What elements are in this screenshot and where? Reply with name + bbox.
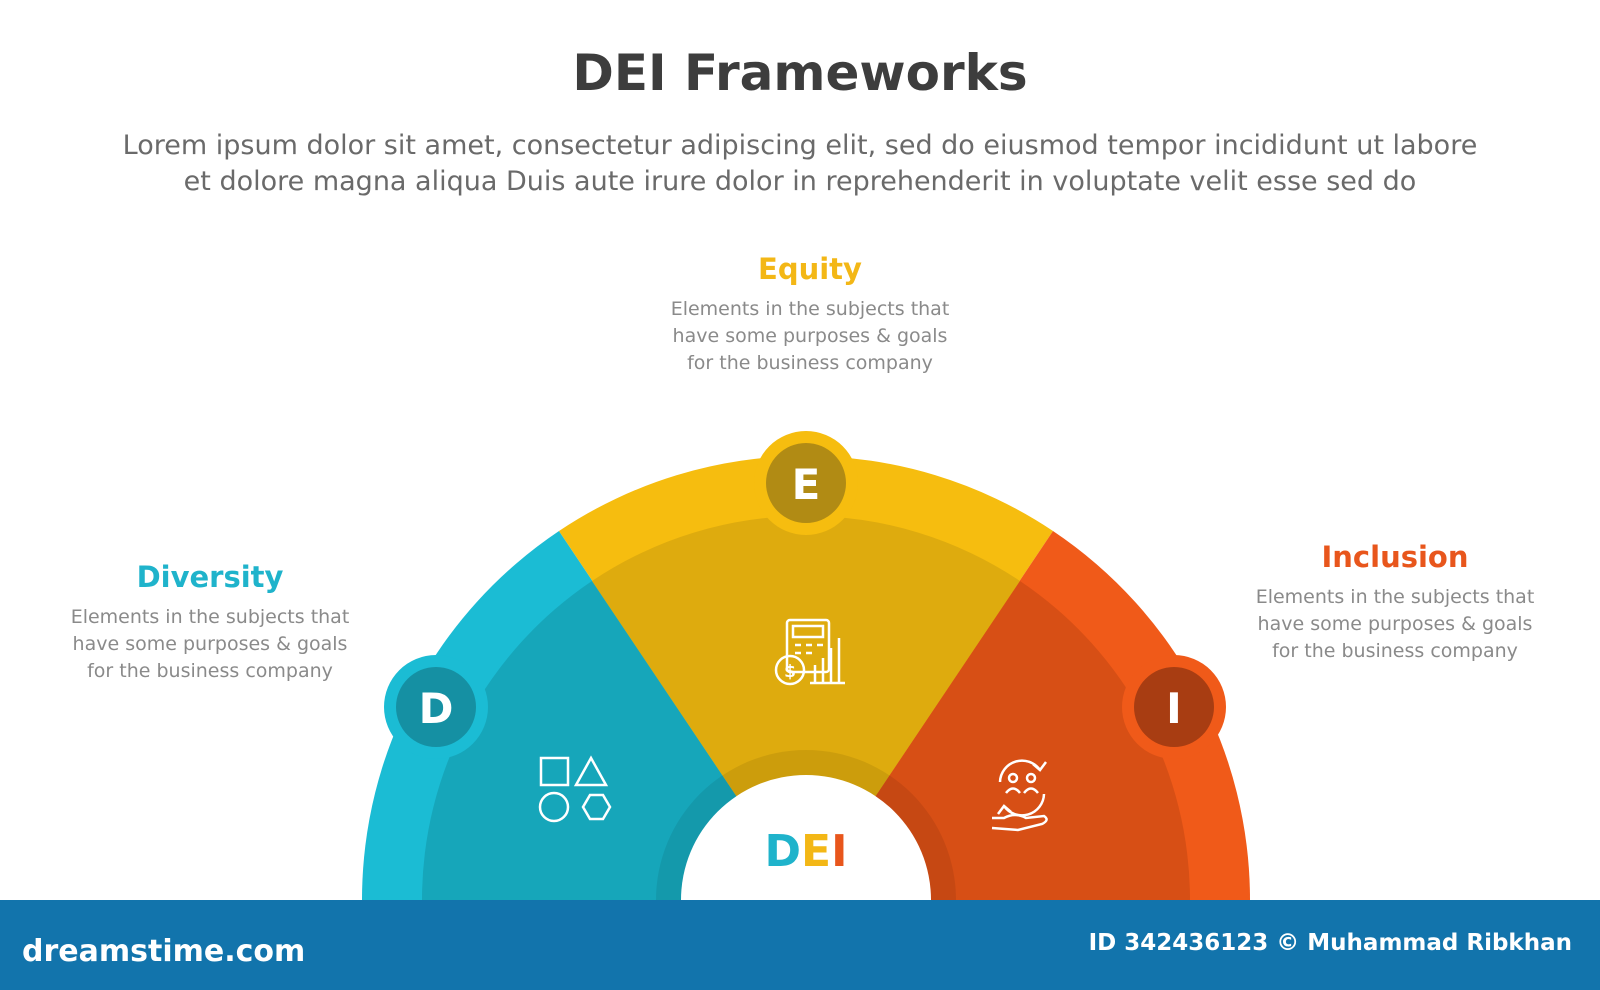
diversity-badge: D — [384, 655, 488, 759]
people-hand-cycle-icon — [991, 759, 1048, 832]
equity-label: Equity Elements in the subjects that hav… — [640, 252, 980, 377]
center-letter-e: E — [801, 826, 831, 877]
page-subtitle: Lorem ipsum dolor sit amet, consectetur … — [60, 128, 1540, 200]
diversity-desc-line: Elements in the subjects that — [70, 606, 350, 628]
diversity-label: Diversity Elements in the subjects that … — [40, 560, 380, 685]
equity-desc-line: have some purposes & goals — [672, 325, 948, 347]
inclusion-desc-line: have some purposes & goals — [1257, 613, 1533, 635]
equity-description: Elements in the subjects that have some … — [640, 296, 980, 377]
inclusion-desc-line: Elements in the subjects that — [1255, 586, 1535, 608]
inclusion-label: Inclusion Elements in the subjects that … — [1225, 540, 1565, 665]
equity-heading: Equity — [758, 252, 862, 286]
subtitle-line-2: et dolore magna aliqua Duis aute irure d… — [183, 166, 1417, 197]
footer-logo[interactable]: dreamstime.com — [22, 934, 306, 969]
equity-letter: E — [792, 460, 821, 509]
footer-bar: dreamstime.com ID 342436123 © Muhammad R… — [0, 900, 1600, 990]
diversity-desc-line: for the business company — [87, 660, 333, 682]
svg-text:$: $ — [784, 662, 796, 682]
shapes-icon — [538, 755, 612, 823]
diversity-heading: Diversity — [136, 560, 284, 594]
equity-desc-line: for the business company — [687, 352, 933, 374]
equity-desc-line: Elements in the subjects that — [670, 298, 950, 320]
center-letters: DEI — [765, 826, 848, 877]
subtitle-line-1: Lorem ipsum dolor sit amet, consectetur … — [122, 130, 1478, 161]
inclusion-desc-line: for the business company — [1272, 640, 1518, 662]
center-letter-d: D — [765, 826, 802, 877]
inclusion-heading: Inclusion — [1321, 540, 1469, 574]
equity-inner-segment — [592, 515, 1020, 900]
inclusion-description: Elements in the subjects that have some … — [1225, 584, 1565, 665]
center-letter-i: I — [831, 826, 847, 877]
diversity-description: Elements in the subjects that have some … — [40, 604, 380, 685]
calculator-coin-chart-icon: $ — [774, 618, 845, 686]
center-circle — [681, 775, 931, 900]
diversity-desc-line: have some purposes & goals — [72, 633, 348, 655]
footer-credit: ID 342436123 © Muhammad Ribkhan — [1088, 930, 1572, 956]
page-title: DEI Frameworks — [572, 44, 1028, 102]
inclusion-letter: I — [1166, 684, 1182, 733]
diversity-letter: D — [419, 684, 454, 733]
equity-badge: E — [754, 431, 858, 535]
inclusion-badge: I — [1122, 655, 1226, 759]
